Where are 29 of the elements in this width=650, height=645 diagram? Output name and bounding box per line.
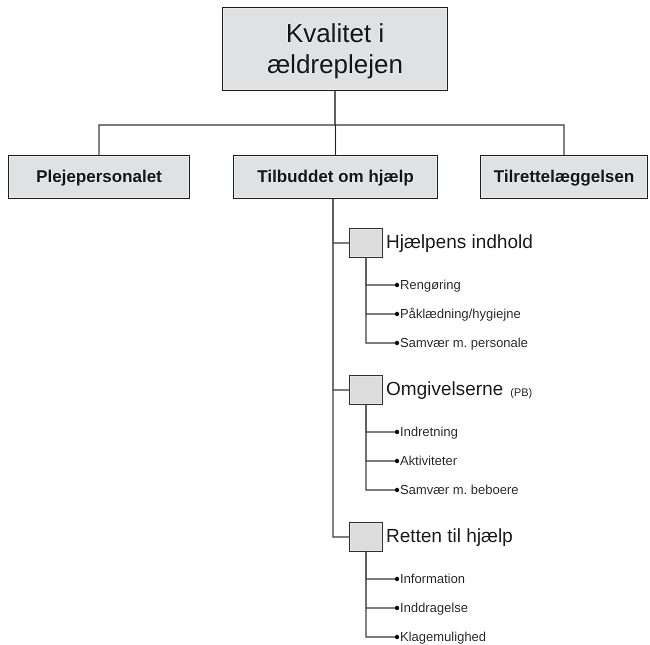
list-item: Information [400, 571, 466, 587]
list-item: Rengøring [400, 277, 461, 293]
box-label: Tilrettelæggelsen [494, 167, 634, 187]
square-box [349, 522, 383, 552]
box-label: Plejepersonalet [36, 167, 162, 187]
square-box [349, 228, 383, 258]
list-item: Indretning [400, 424, 458, 440]
subheading: Retten til hjælp [386, 526, 513, 548]
list-item: Aktiviteter [400, 453, 458, 469]
subheading: Hjælpens indhold [386, 232, 533, 254]
root-box [222, 7, 448, 91]
connector-line [365, 552, 400, 640]
list-item: Samvær m. personale [400, 335, 528, 351]
list-item: Påklædning/hygiejne [400, 306, 521, 322]
list-item: Samvær m. beboere [400, 482, 518, 498]
category-box [8, 155, 190, 199]
connector-line [365, 258, 400, 346]
subheading: Omgivelserne [386, 379, 504, 401]
connector-line [365, 405, 400, 492]
abbreviation-note: (PB) [510, 386, 532, 398]
category-box [233, 155, 438, 199]
connector-line [334, 91, 565, 155]
square-box [349, 375, 383, 405]
category-box [480, 155, 648, 199]
list-item: Inddragelse [400, 600, 468, 616]
list-item: Klagemulighed [400, 629, 486, 645]
connector-line [332, 199, 349, 538]
box-title: Kvalitet i ældreplejen [266, 18, 404, 80]
box-label: Tilbuddet om hjælp [257, 167, 414, 187]
